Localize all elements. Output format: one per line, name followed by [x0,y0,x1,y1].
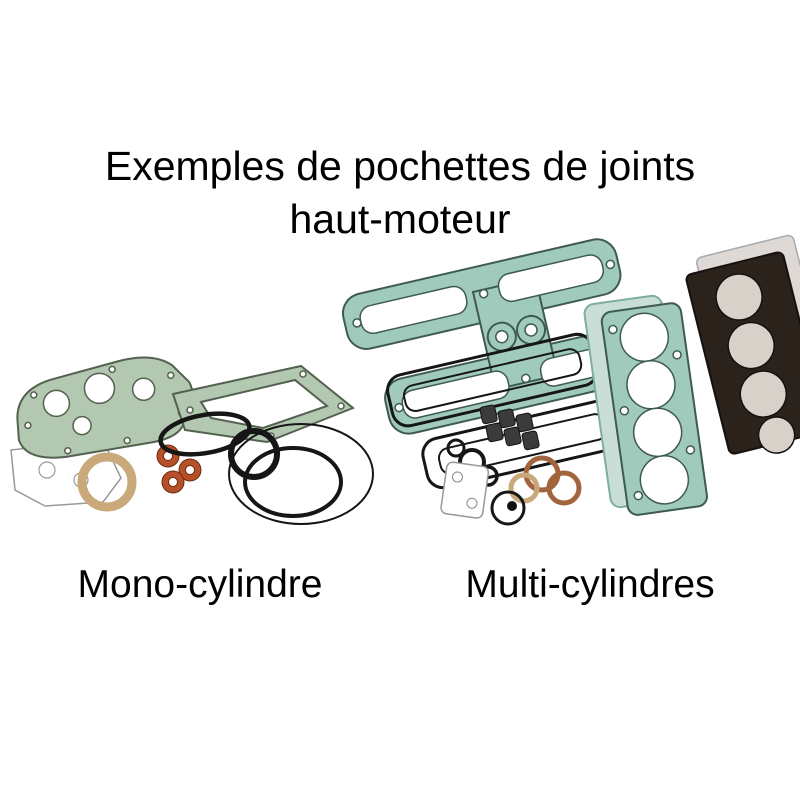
mono-cylinder-gasket-kit-illustration [5,350,385,570]
multi-cylinder-label: Multi-cylindres [465,563,715,606]
paper-gasket [440,461,490,519]
head-gasket-4-bores [583,294,708,516]
copper-washers [156,444,202,494]
title-line-1: Exemples de pochettes de joints [104,143,696,189]
rocker-cover-gasket [341,238,664,435]
dark-head-gasket [685,234,800,455]
ring-with-dot [490,490,526,526]
title-line-2: haut-moteur [289,196,511,242]
multi-kit-drawing [341,234,800,526]
valve-stem-seals [479,404,540,451]
paper-ring-gasket [77,452,137,512]
o-rings [158,411,374,525]
mono-kit-drawing [10,356,374,525]
cylinder-base-gasket [16,356,194,459]
page-title: Exemples de pochettes de joints haut-mot… [0,140,800,246]
multi-cylinder-gasket-kit-illustration [336,234,800,556]
mono-cylinder-label: Mono-cylindre [77,563,323,606]
